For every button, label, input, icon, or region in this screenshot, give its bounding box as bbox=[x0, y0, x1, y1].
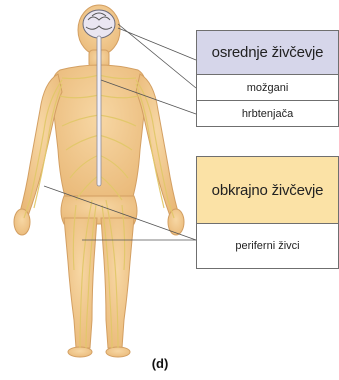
cns-cord-label: hrbtenjača bbox=[242, 108, 293, 120]
cns-title: osrednje živčevje bbox=[212, 44, 324, 61]
pns-title: obkrajno živčevje bbox=[212, 182, 324, 199]
pns-nerves-label: periferni živci bbox=[235, 240, 299, 252]
cns-cord-box: hrbtenjača bbox=[196, 101, 339, 127]
right-foot bbox=[106, 347, 130, 357]
cns-title-box: osrednje živčevje bbox=[196, 30, 339, 75]
cns-brain-label: možgani bbox=[247, 82, 289, 94]
panel-label: (d) bbox=[145, 356, 175, 371]
left-foot bbox=[68, 347, 92, 357]
left-hand bbox=[14, 209, 30, 235]
cns-brain-box: možgani bbox=[196, 75, 339, 101]
brain bbox=[83, 10, 115, 38]
pns-title-box: obkrajno živčevje bbox=[196, 156, 339, 224]
leader-cns bbox=[118, 28, 196, 60]
spinal-cord bbox=[97, 36, 101, 186]
pns-nerves-box: periferni živci bbox=[196, 224, 339, 269]
